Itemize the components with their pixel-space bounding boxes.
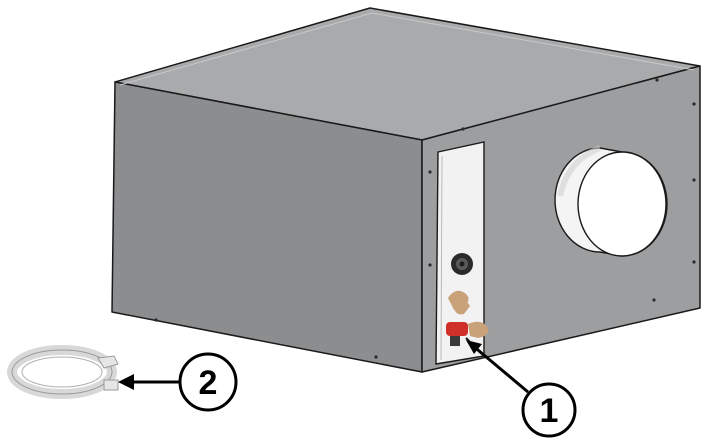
callout-1: 1 — [466, 340, 577, 438]
callout-2-circle — [178, 352, 238, 412]
cable-grommet — [451, 253, 473, 275]
callout-1-label: 1 — [540, 392, 559, 430]
callout-1-circle — [521, 382, 577, 438]
duct-outlet-opening — [577, 151, 667, 257]
duct-outlet — [554, 145, 668, 257]
callout-1-leader — [471, 343, 529, 394]
callout-2-label: 2 — [199, 364, 218, 402]
connector-panel-fittings — [446, 290, 489, 346]
panel-inner-edge — [440, 155, 443, 361]
callout-2: 2 — [118, 352, 238, 412]
callout-2-arrowhead — [118, 374, 134, 390]
hose-clamp — [7, 345, 119, 399]
cabinet-unit — [111, 7, 701, 373]
cabinet-top-edge — [119, 12, 695, 86]
screws — [154, 78, 696, 359]
callout-1-arrowhead — [466, 340, 482, 354]
